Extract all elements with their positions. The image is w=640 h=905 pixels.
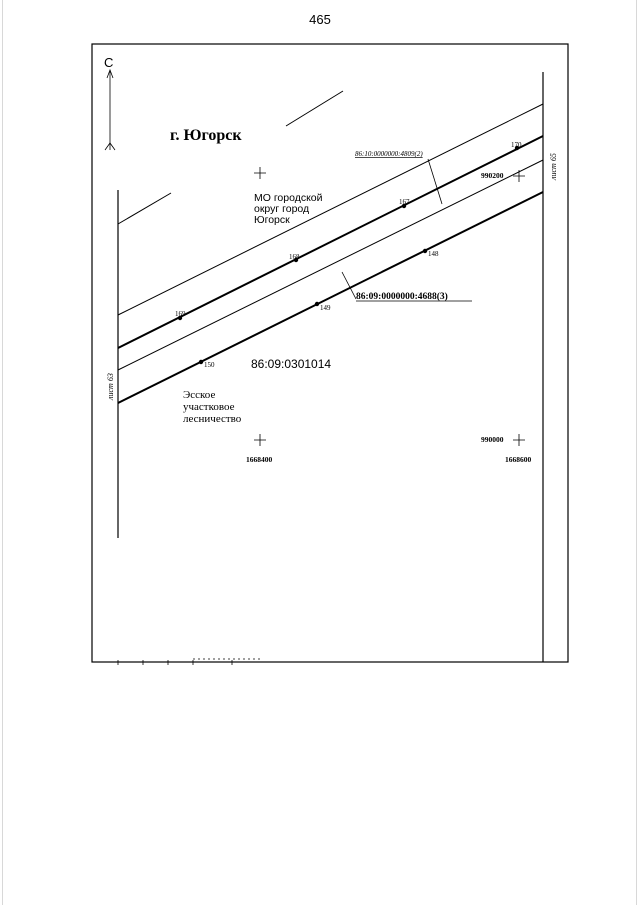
svg-text:округ город: округ город (254, 203, 309, 215)
parcel-label-bottom: 86:09:0000000:4688(3) (356, 291, 448, 302)
boundary-fragment-left (117, 192, 172, 225)
svg-text:МО городской: МО городской (254, 192, 323, 204)
grid-label-1668600: 1668600 (505, 455, 532, 464)
grid-crosses (254, 167, 525, 446)
parcel-boundary-lower (117, 191, 544, 404)
page-edge-right (636, 0, 637, 905)
city-label: г. Югорск (170, 127, 242, 144)
leader-parcel-top (427, 158, 443, 205)
survey-point-labels: 169 168 167 170 150 149 148 (175, 141, 522, 369)
point-170 (514, 145, 520, 151)
grid-label-990000: 990000 (481, 435, 504, 444)
point-149 (314, 301, 320, 307)
point-label-149: 149 (320, 304, 331, 312)
leader-parcel-bottom (341, 271, 357, 300)
forestry-label: Эсское участковое лесничество (183, 389, 242, 425)
cadastral-quarter-label: 86:09:0301014 (251, 357, 331, 371)
parcel-label-top: 86:10:0000000:4809(2) (355, 150, 423, 158)
point-150 (198, 359, 204, 365)
svg-text:лесничество: лесничество (183, 413, 242, 425)
boundary-fragment (285, 90, 344, 127)
map-frame (91, 43, 569, 663)
point-label-169: 167 (399, 198, 410, 206)
sheet-label-left: лист 63 (106, 373, 115, 401)
parcel-boundary-upper (117, 135, 544, 349)
point-label-170: 170 (511, 141, 522, 149)
survey-points (177, 145, 520, 365)
page-edge-left (2, 0, 3, 905)
point-168 (293, 257, 299, 263)
north-label: С (104, 55, 113, 70)
corridor-line-3 (117, 159, 544, 371)
svg-text:Югорск: Югорск (254, 214, 290, 226)
point-label-148: 148 (428, 250, 439, 258)
point-label-167: 169 (175, 310, 186, 318)
point-167 (177, 315, 183, 321)
svg-text:Эсское: Эсское (183, 389, 215, 401)
corridor-line-1 (117, 103, 544, 316)
point-label-168: 168 (289, 253, 300, 261)
north-arrow: С (104, 55, 116, 151)
sheet-label-right: лист 65 (549, 153, 558, 181)
municipality-label: МО городской округ город Югорск (254, 192, 323, 226)
svg-text:участковое: участковое (183, 401, 235, 413)
page-number: 465 (309, 12, 331, 27)
grid-label-990200: 990200 (481, 171, 504, 180)
point-label-150: 150 (204, 361, 215, 369)
point-148 (422, 248, 428, 254)
scale-ruler (117, 658, 262, 665)
grid-label-1668400: 1668400 (246, 455, 273, 464)
point-169 (401, 203, 407, 209)
grid-labels: 990200 990000 1668400 1668600 (246, 171, 532, 464)
